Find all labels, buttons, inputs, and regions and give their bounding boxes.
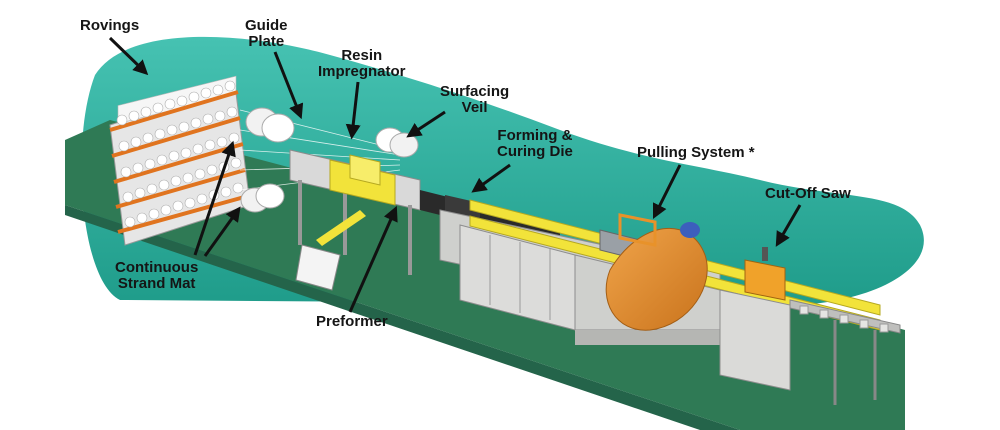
label-rovings: Rovings [80,18,139,34]
cut-off-saw [719,247,901,405]
resin-impregnator [289,127,421,291]
floor-edge [65,205,740,430]
label-forming-line2: Curing Die [497,143,573,160]
curing-die [420,190,721,345]
label-preformer: Preformer [316,314,388,330]
label-mat-line2: Strand Mat [117,275,196,292]
strand-mat-rolls [240,107,295,213]
label-saw-text: Cut-Off Saw [765,185,851,202]
label-veil-line1: Surfacing [440,83,510,100]
label-guide-plate-line1: Guide [245,17,288,34]
label-arrows [108,36,802,313]
label-continuous-strand-mat: Continuous Strand Mat [115,260,198,292]
label-pulling-text: Pulling System * [637,144,755,161]
label-veil-line2: Veil [461,99,488,116]
label-preformer-text: Preformer [316,313,388,330]
label-mat-line1: Continuous [115,259,199,276]
pulling-system [599,213,708,331]
label-guide-plate: Guide Plate [245,18,288,50]
label-pulling-system: Pulling System * [637,145,755,161]
label-forming-line1: Forming & [497,127,573,144]
label-resin-impregnator: Resin Impregnator [318,48,406,80]
roving-creel [109,75,251,246]
label-guide-plate-line2: Plate [248,33,285,50]
label-surfacing-veil: Surfacing Veil [440,84,509,116]
label-resin-line2: Impregnator [318,63,406,80]
label-rovings-text: Rovings [80,17,140,34]
label-resin-line1: Resin [341,47,383,64]
label-cut-off-saw: Cut-Off Saw [765,186,851,202]
label-forming-curing-die: Forming & Curing Die [497,128,573,160]
